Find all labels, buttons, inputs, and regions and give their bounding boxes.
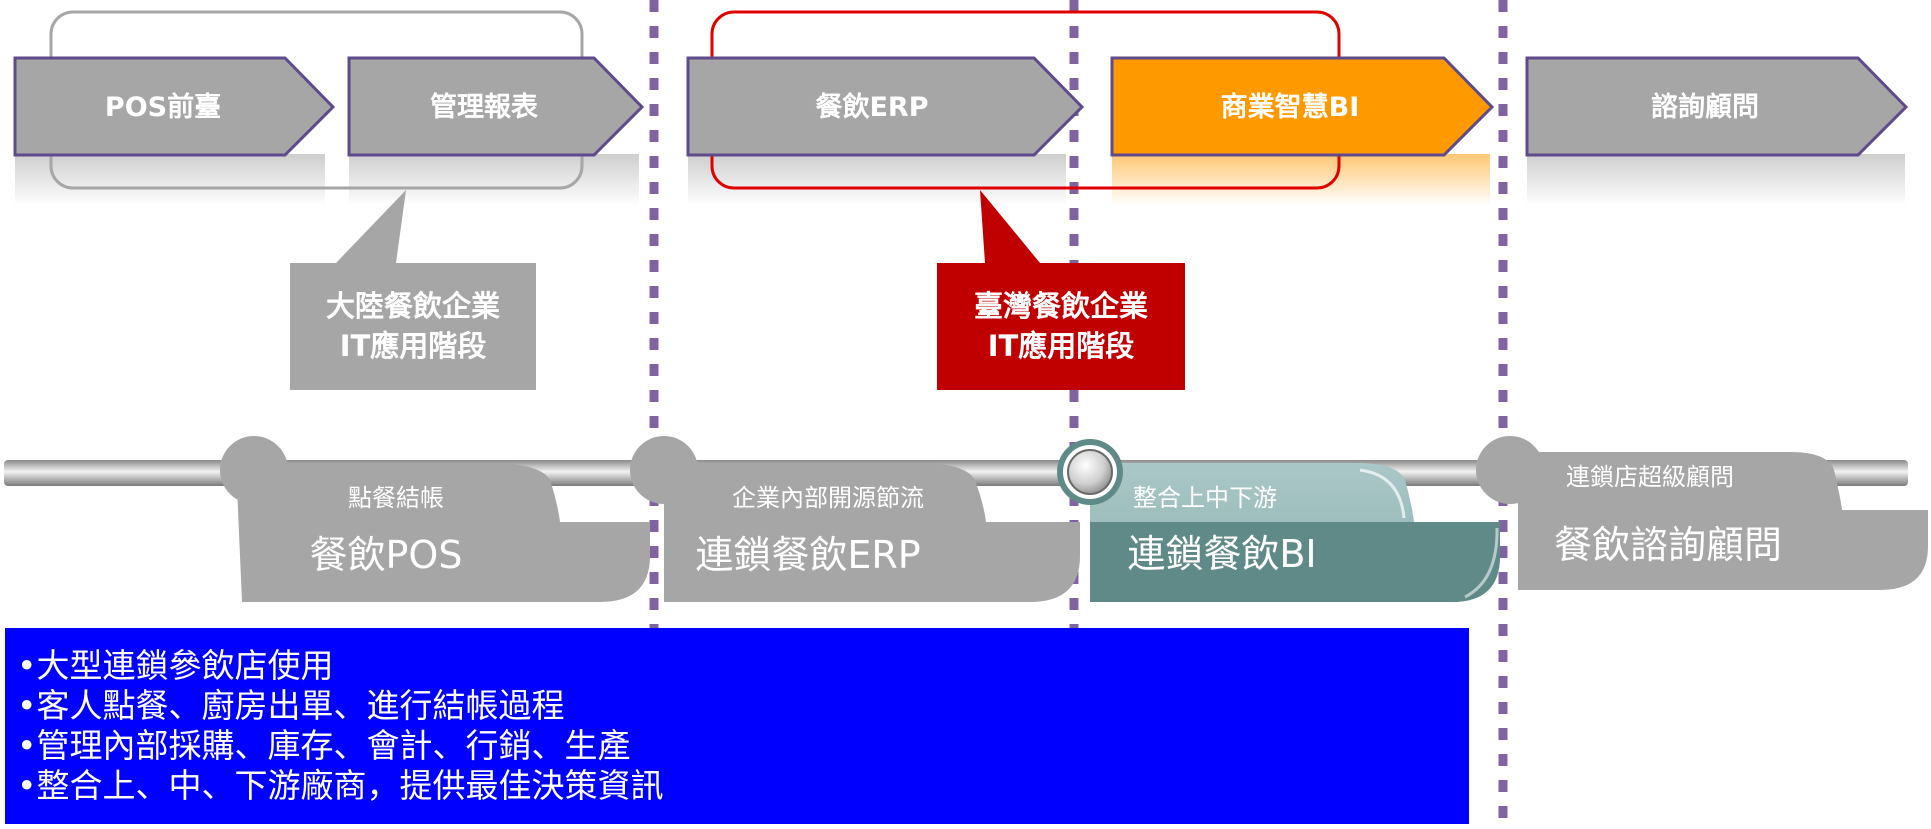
arrow-erp: 餐飲ERP bbox=[686, 56, 1085, 157]
stage-subtitle: 企業內部開源節流 bbox=[732, 484, 924, 512]
stage-consulting: 連鎖店超級顧問 餐飲諮詢顧問 bbox=[1476, 436, 1928, 590]
taiwan-callout: 臺灣餐飲企業 IT應用階段 bbox=[937, 190, 1185, 390]
arrow-reflections bbox=[15, 154, 1905, 206]
taiwan-callout-line1: 臺灣餐飲企業 bbox=[974, 289, 1148, 323]
description-box: •大型連鎖參飲店使用 •客人點餐、廚房出單、進行結帳過程 •管理內部採購、庫存、… bbox=[5, 628, 1469, 824]
process-arrows: POS前臺 管理報表 餐飲ERP 商業智慧BI 諮詢顧問 bbox=[13, 56, 1909, 157]
arrow-management-report: 管理報表 bbox=[347, 56, 645, 157]
description-item: •客人點餐、廚房出單、進行結帳過程 bbox=[17, 686, 565, 725]
arrow-label: POS前臺 bbox=[105, 91, 221, 123]
stage-pos: 點餐結帳 餐飲POS bbox=[220, 436, 650, 602]
mainland-callout: 大陸餐飲企業 IT應用階段 bbox=[290, 190, 536, 390]
mainland-callout-line2: IT應用階段 bbox=[340, 329, 487, 363]
mainland-callout-line1: 大陸餐飲企業 bbox=[326, 289, 500, 323]
arrow-reflection bbox=[15, 154, 325, 206]
stage-bi[interactable]: 整合上中下游 連鎖餐飲BI bbox=[1090, 463, 1500, 602]
arrow-label: 餐飲ERP bbox=[815, 91, 928, 123]
arrow-reflection bbox=[1527, 154, 1905, 206]
description-item: •整合上、中、下游廠商，提供最佳決策資訊 bbox=[17, 766, 664, 805]
divider-lines bbox=[649, 0, 1508, 829]
stage-title: 連鎖餐飲BI bbox=[1127, 532, 1316, 576]
description-item: •管理內部採購、庫存、會計、行銷、生產 bbox=[17, 726, 631, 765]
arrow-label: 商業智慧BI bbox=[1221, 92, 1360, 123]
stage-title: 連鎖餐飲ERP bbox=[695, 533, 920, 577]
arrow-bi: 商業智慧BI bbox=[1110, 56, 1495, 157]
stage-subtitle: 整合上中下游 bbox=[1133, 484, 1277, 512]
stage-subtitle: 點餐結帳 bbox=[348, 484, 444, 512]
description-item: •大型連鎖參飲店使用 bbox=[17, 646, 334, 685]
stage-title: 餐飲POS bbox=[310, 533, 463, 577]
arrow-label: 諮詢顧問 bbox=[1651, 91, 1759, 123]
arrow-reflection bbox=[688, 154, 1066, 206]
arrow-reflection bbox=[349, 154, 639, 206]
arrow-pos: POS前臺 bbox=[13, 56, 336, 157]
arrow-reflection bbox=[1112, 154, 1490, 206]
stage-erp: 企業內部開源節流 連鎖餐飲ERP bbox=[630, 436, 1080, 602]
current-position-marker[interactable] bbox=[1057, 439, 1123, 505]
stage-subtitle: 連鎖店超級顧問 bbox=[1566, 463, 1734, 491]
arrow-label: 管理報表 bbox=[430, 92, 538, 123]
stage-title: 餐飲諮詢顧問 bbox=[1554, 523, 1782, 567]
arrow-consulting: 諮詢顧問 bbox=[1525, 56, 1909, 157]
taiwan-callout-line2: IT應用階段 bbox=[988, 329, 1135, 363]
